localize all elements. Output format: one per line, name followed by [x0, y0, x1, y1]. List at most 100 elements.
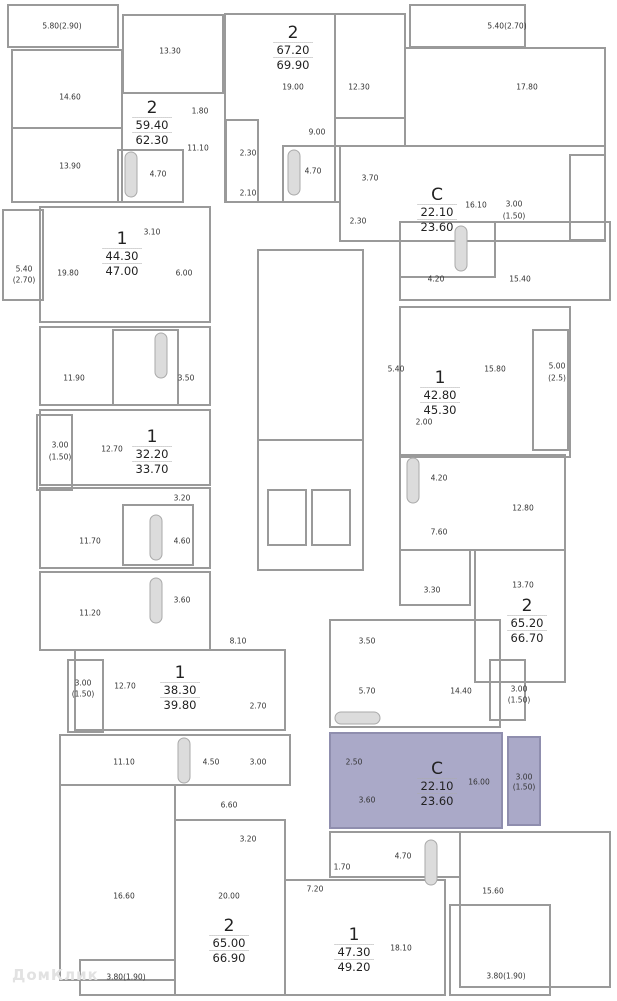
room-area: 5.40(2.70): [487, 21, 527, 31]
room-area: 3.00: [51, 440, 69, 450]
room-area: 18.10: [390, 943, 412, 953]
room-area: 14.40: [450, 686, 472, 696]
living-area: 42.80: [420, 387, 460, 402]
total-area: 45.30: [420, 402, 460, 417]
apartment-type: C: [431, 185, 443, 205]
living-area: 38.30: [160, 682, 200, 697]
room-area: 11.10: [113, 757, 135, 767]
room-area: (2.5): [548, 373, 566, 383]
room-area: 13.70: [512, 580, 534, 590]
highlighted-apartment-area[interactable]: [329, 732, 503, 829]
room-area: 19.80: [57, 268, 79, 278]
room-area: 3.50: [358, 636, 376, 646]
room-area: 11.20: [79, 608, 101, 618]
room-area: 16.00: [468, 777, 490, 787]
living-area: 32.20: [132, 446, 172, 461]
room-area: 17.80: [516, 82, 538, 92]
room-area: 15.80: [484, 364, 506, 374]
highlighted-balcony[interactable]: [507, 736, 541, 826]
apartment-type: 1: [434, 368, 446, 388]
room-area: 3.60: [173, 595, 191, 605]
room-area: 4.70: [394, 851, 412, 861]
room-area: 12.80: [512, 503, 534, 513]
total-area: 66.70: [507, 630, 547, 645]
total-area: 62.30: [132, 132, 172, 147]
room-area: 11.10: [187, 143, 209, 153]
apartment-type: 2: [287, 23, 299, 43]
room-area: 19.00: [282, 82, 304, 92]
room-area: 5.70: [358, 686, 376, 696]
apartment-type: 1: [348, 925, 360, 945]
room-area: (1.50): [507, 695, 531, 705]
bathtub-icons: [124, 149, 468, 886]
room-area: 3.80(1.90): [486, 971, 526, 981]
room-area: 3.00: [249, 757, 267, 767]
room-area: 2.00: [415, 417, 433, 427]
room-area: 20.00: [218, 891, 240, 901]
apartment-type: 2: [146, 98, 158, 118]
room-area: 13.30: [159, 46, 181, 56]
room-area: 3.30: [423, 585, 441, 595]
room-area: (1.50): [48, 452, 72, 462]
apartment-type: 2: [223, 916, 235, 936]
room-area: 3.60: [358, 795, 376, 805]
room-area: 12.70: [101, 444, 123, 454]
room-area: 4.60: [173, 536, 191, 546]
room-area: 5.00: [548, 361, 566, 371]
room-area: 16.10: [465, 200, 487, 210]
total-area: 49.20: [334, 959, 374, 974]
total-area: 66.90: [209, 950, 249, 965]
room-area: 2.30: [239, 148, 257, 158]
room-area: 7.20: [306, 884, 324, 894]
room-area: 3.50: [177, 373, 195, 383]
room-area: 9.00: [308, 127, 326, 137]
living-area: 44.30: [102, 248, 142, 263]
room-area: 12.70: [114, 681, 136, 691]
total-area: 69.90: [273, 57, 313, 72]
room-area: 15.60: [482, 886, 504, 896]
room-area: 5.80(2.90): [42, 21, 82, 31]
room-area: (1.50): [71, 689, 95, 699]
room-area: 4.50: [202, 757, 220, 767]
total-area: 47.00: [102, 263, 142, 278]
room-area: 5.40: [387, 364, 405, 374]
room-area: 2.70: [249, 701, 267, 711]
room-area: (2.70): [12, 275, 36, 285]
room-area: 2.30: [349, 216, 367, 226]
room-area: 3.80(1.90): [106, 972, 146, 982]
room-area: 2.10: [239, 188, 257, 198]
room-area: (1.50): [512, 782, 536, 792]
room-area: 4.70: [149, 169, 167, 179]
room-area: 11.70: [79, 536, 101, 546]
watermark-logo: ДомКлик: [12, 966, 99, 984]
room-area: 6.60: [220, 800, 238, 810]
room-area: 3.20: [173, 493, 191, 503]
apartment-type: 1: [116, 229, 128, 249]
room-area: (1.50): [502, 211, 526, 221]
living-area: 65.20: [507, 615, 547, 630]
room-area: 2.50: [345, 757, 363, 767]
living-area: 59.40: [132, 117, 172, 132]
total-area: 23.60: [417, 219, 457, 234]
room-area: 3.70: [361, 173, 379, 183]
room-area: 5.40: [15, 264, 33, 274]
living-area: 65.00: [209, 935, 249, 950]
room-area: 1.70: [333, 862, 351, 872]
apartment-type: 1: [174, 663, 186, 683]
room-area: 3.00: [74, 678, 92, 688]
room-area: 4.70: [304, 166, 322, 176]
room-area: 15.40: [509, 274, 531, 284]
